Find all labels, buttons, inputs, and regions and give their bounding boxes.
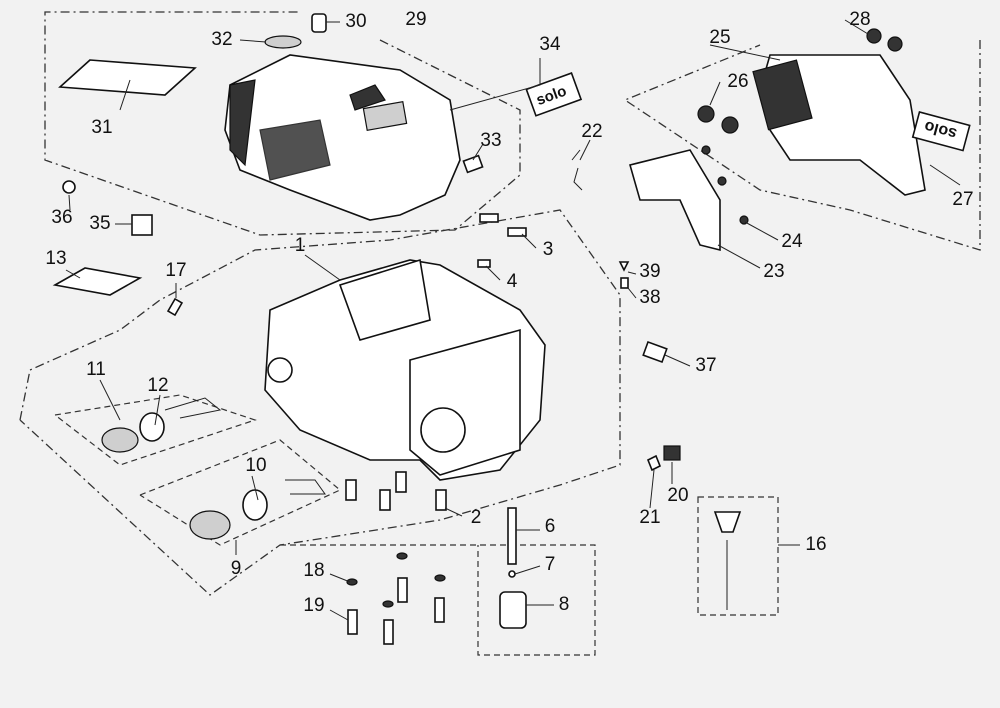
label-8: 8: [559, 594, 570, 615]
screw-part-24c: [701, 145, 711, 155]
part-labels: 1 2 3 4 6 7 8 9 10 11 12 13 16 17 18 19 …: [45, 9, 973, 616]
label-21: 21: [639, 507, 660, 528]
stud-part-3b: [507, 227, 527, 237]
washer-26a: [697, 105, 715, 123]
group-boundary-bolts: [280, 544, 596, 656]
label-22: 22: [581, 121, 602, 142]
solo-logo-sticker-34: solo: [525, 72, 583, 117]
bolts: [345, 471, 447, 645]
leader-lines: [65, 19, 961, 621]
group-boundary-tool: [697, 496, 779, 616]
label-28: 28: [849, 9, 870, 30]
label-7: 7: [545, 554, 556, 575]
screw-part-24b: [717, 176, 727, 186]
chain-cover: solo: [752, 54, 971, 196]
label-3: 3: [543, 239, 554, 260]
part-17: [166, 297, 184, 317]
label-13: 13: [45, 248, 66, 269]
part-35: [131, 214, 153, 236]
cap-part-32: [264, 35, 302, 49]
label-36: 36: [51, 207, 72, 228]
label-4: 4: [507, 271, 518, 292]
washer-26b: [721, 116, 739, 134]
label-11: 11: [86, 359, 106, 380]
label-39: 39: [639, 261, 660, 282]
filter-sheet-31: [58, 59, 197, 96]
label-37: 37: [695, 355, 716, 376]
part-21: [646, 454, 662, 472]
label-35: 35: [89, 213, 110, 234]
plug-part-30: [311, 13, 327, 33]
label-18: 18: [303, 560, 324, 581]
group-boundary-crankcase: [19, 209, 621, 596]
label-38: 38: [639, 287, 660, 308]
label-26: 26: [727, 71, 748, 92]
group-boundary-tank-cap-1: [54, 394, 257, 466]
group-boundary-cover: [44, 11, 521, 236]
part-37: [642, 340, 668, 364]
group-boundary-chaincover: [623, 40, 981, 251]
spring-part-22: [571, 149, 583, 191]
pin-part-4: [477, 259, 491, 268]
label-20: 20: [667, 485, 688, 506]
label-19: 19: [303, 595, 324, 616]
label-34: 34: [539, 34, 561, 55]
label-6: 6: [545, 516, 556, 537]
label-9: 9: [231, 558, 242, 579]
label-27: 27: [952, 189, 973, 210]
part-33: [462, 154, 484, 174]
stud-part-3a: [479, 213, 499, 223]
label-10: 10: [245, 455, 266, 476]
engine-cover: [224, 54, 461, 221]
label-12: 12: [147, 375, 168, 396]
label-16: 16: [805, 534, 826, 555]
ring-part-7: [508, 570, 516, 578]
label-29: 29: [405, 9, 426, 30]
part-38: [620, 277, 629, 289]
label-25: 25: [709, 27, 730, 48]
tank-cap-9: [189, 479, 326, 540]
tool-part-16: [713, 511, 742, 610]
nut-28b: [887, 36, 903, 52]
label-17: 17: [165, 260, 186, 281]
label-23: 23: [763, 261, 784, 282]
sheet-part-13: [52, 267, 143, 296]
label-32: 32: [211, 29, 232, 50]
part-20: [663, 445, 681, 461]
filter-part-8: [499, 591, 527, 629]
label-2: 2: [471, 507, 482, 528]
label-31: 31: [91, 117, 112, 138]
part-39: [618, 261, 630, 272]
label-30: 30: [345, 11, 366, 32]
group-boundary-tank-cap-2: [139, 439, 342, 546]
nut-28a: [866, 28, 882, 44]
label-24: 24: [781, 231, 803, 252]
ring-part-36: [62, 180, 76, 194]
tank-cap-11: [101, 397, 222, 453]
plate-part-23: [629, 149, 721, 252]
tube-part-6: [507, 507, 517, 565]
label-1: 1: [295, 235, 306, 256]
label-33: 33: [480, 130, 501, 151]
crankcase: [264, 258, 546, 481]
